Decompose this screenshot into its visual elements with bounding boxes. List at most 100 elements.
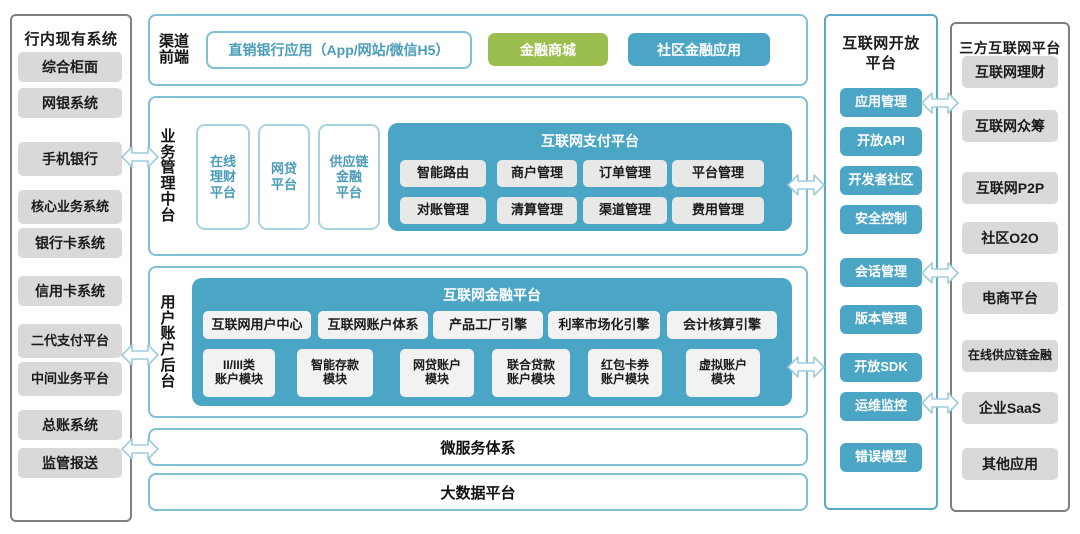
channel-frontend-label: 渠道 前端 — [152, 26, 196, 74]
finance-engine-chip[interactable]: 会计核算引擎 — [667, 311, 777, 339]
internet-payment-platform-title: 互联网支付平台 — [541, 133, 639, 149]
open-platform-item[interactable]: 应用管理 — [840, 88, 922, 117]
account-module-line: II/III类 — [222, 358, 255, 373]
account-module-line: 红包卡券 — [600, 358, 649, 373]
finance-engine-chip[interactable]: 利率市场化引擎 — [548, 311, 660, 339]
open-third-arrow-3 — [920, 388, 960, 418]
channel-label-line-1: 渠道 — [158, 33, 189, 51]
chip-financial-mall[interactable]: 金融商城 — [488, 33, 608, 66]
third-party-title: 三方互联网平台 — [959, 40, 1061, 56]
bigdata-platform-bar: 大数据平台 — [148, 473, 808, 511]
business-card-line: 理财 — [209, 169, 236, 185]
finance-engine-chip[interactable]: 互联网账户体系 — [318, 311, 428, 339]
business-middle-platform-label: 业 务 管 理 中 台 — [152, 110, 184, 242]
payment-platform-chip[interactable]: 清算管理 — [497, 197, 577, 224]
channel-label-line-2: 前端 — [158, 49, 189, 66]
account-module-line: 联合贷款 — [506, 358, 555, 373]
left-arrow-1 — [120, 142, 160, 172]
account-module-line: 模块 — [322, 372, 347, 386]
business-platform-card[interactable]: 网贷平台 — [258, 124, 310, 230]
payment-platform-chip[interactable]: 渠道管理 — [583, 197, 667, 224]
open-platform-item[interactable]: 版本管理 — [840, 305, 922, 334]
open-platform-item[interactable]: 会话管理 — [840, 258, 922, 287]
left-panel-item[interactable]: 手机银行 — [18, 142, 122, 176]
third-party-item[interactable]: 互联网理财 — [962, 56, 1058, 88]
left-panel-item[interactable]: 综合柜面 — [18, 52, 122, 82]
third-party-item[interactable]: 互联网P2P — [962, 172, 1058, 204]
open-platform-item[interactable]: 开发者社区 — [840, 166, 922, 195]
business-card-line: 网贷 — [270, 161, 297, 177]
account-module-line: 账户模块 — [506, 372, 555, 386]
chip-direct-bank-app[interactable]: 直销银行应用（App/网站/微信H5） — [206, 31, 472, 69]
open-platform-title-line-1: 互联网开放 — [842, 35, 920, 52]
third-party-item[interactable]: 社区O2O — [962, 222, 1058, 254]
third-party-item[interactable]: 在线供应链金融 — [962, 340, 1058, 372]
account-module-chip[interactable]: II/III类账户模块 — [203, 349, 275, 397]
left-panel-item[interactable]: 核心业务系统 — [18, 190, 122, 224]
account-module-chip[interactable]: 红包卡券账户模块 — [588, 349, 662, 397]
account-module-chip[interactable]: 网贷账户模块 — [400, 349, 474, 397]
center-open-arrow-2 — [786, 352, 826, 382]
left-panel-title: 行内现有系统 — [24, 31, 118, 48]
chip-community-finance-app[interactable]: 社区金融应用 — [628, 33, 770, 66]
account-module-line: 网贷账户 — [412, 358, 461, 373]
business-card-line: 金融 — [335, 169, 362, 185]
payment-platform-chip[interactable]: 订单管理 — [583, 160, 667, 187]
account-module-line: 模块 — [424, 372, 449, 386]
payment-platform-chip[interactable]: 费用管理 — [672, 197, 764, 224]
third-party-panel: 三方互联网平台 — [950, 22, 1070, 512]
left-panel-item[interactable]: 信用卡系统 — [18, 276, 122, 306]
acct-label-4: 户 — [160, 341, 176, 358]
open-platform-item[interactable]: 运维监控 — [840, 392, 922, 421]
acct-label-6: 台 — [160, 372, 176, 390]
account-module-line: 账户模块 — [214, 372, 263, 386]
third-party-item[interactable]: 电商平台 — [962, 282, 1058, 314]
third-party-item[interactable]: 互联网众筹 — [962, 110, 1058, 142]
left-panel-item[interactable]: 监管报送 — [18, 448, 122, 478]
account-module-line: 虚拟账户 — [698, 358, 747, 373]
open-third-arrow-1 — [920, 88, 960, 118]
left-panel-item[interactable]: 总账系统 — [18, 410, 122, 440]
third-party-item[interactable]: 其他应用 — [962, 448, 1058, 480]
acct-label-1: 用 — [160, 293, 176, 311]
open-platform-item[interactable]: 开放API — [840, 127, 922, 156]
internet-finance-platform-title: 互联网金融平台 — [443, 287, 541, 303]
payment-platform-chip[interactable]: 商户管理 — [497, 160, 577, 187]
account-module-chip[interactable]: 联合贷款账户模块 — [492, 349, 570, 397]
business-card-line: 平台 — [270, 177, 297, 192]
account-module-chip[interactable]: 虚拟账户模块 — [686, 349, 760, 397]
business-card-line: 供应链 — [329, 153, 369, 169]
payment-platform-chip[interactable]: 智能路由 — [400, 160, 486, 187]
account-module-line: 账户模块 — [600, 372, 649, 386]
acct-label-2: 户 — [160, 309, 176, 327]
payment-platform-chip[interactable]: 对账管理 — [400, 197, 486, 224]
business-platform-card[interactable]: 在线理财平台 — [196, 124, 250, 230]
left-panel-item[interactable]: 网银系统 — [18, 88, 122, 118]
open-third-arrow-2 — [920, 258, 960, 288]
finance-engine-chip[interactable]: 互联网用户中心 — [203, 311, 311, 339]
acct-label-3: 账 — [160, 325, 176, 343]
finance-engine-chip[interactable]: 产品工厂引擎 — [433, 311, 543, 339]
biz-label-5: 中 — [160, 190, 176, 208]
open-platform-item[interactable]: 错误模型 — [840, 443, 922, 472]
biz-label-2: 务 — [160, 143, 176, 161]
account-module-line: 模块 — [710, 372, 735, 386]
business-card-line: 平台 — [209, 184, 236, 200]
left-arrow-2 — [120, 340, 160, 370]
acct-label-5: 后 — [160, 356, 176, 374]
biz-label-3: 管 — [160, 159, 176, 177]
business-platform-card[interactable]: 供应链金融平台 — [318, 124, 380, 230]
open-platform-item[interactable]: 安全控制 — [840, 205, 922, 234]
business-card-line: 平台 — [335, 184, 362, 200]
left-panel-item[interactable]: 二代支付平台 — [18, 324, 122, 358]
left-panel-item[interactable]: 中间业务平台 — [18, 362, 122, 396]
payment-platform-chip[interactable]: 平台管理 — [672, 160, 764, 187]
account-module-line: 智能存款 — [310, 358, 359, 373]
account-module-chip[interactable]: 智能存款模块 — [297, 349, 373, 397]
biz-label-4: 理 — [160, 175, 176, 192]
left-panel-item[interactable]: 银行卡系统 — [18, 228, 122, 258]
user-account-backend-label: 用 户 账 户 后 台 — [152, 278, 184, 406]
third-party-item[interactable]: 企业SaaS — [962, 392, 1058, 424]
open-platform-item[interactable]: 开放SDK — [840, 353, 922, 382]
